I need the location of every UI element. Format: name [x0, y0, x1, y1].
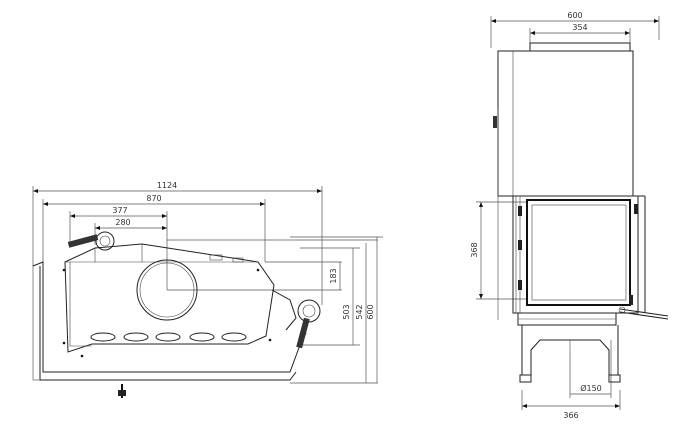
front-vents [90, 332, 247, 342]
dim-183: 183 [329, 268, 338, 283]
top-view-body [32, 231, 321, 398]
top-view-dimension-lines [32, 186, 383, 384]
dim-542: 542 [355, 304, 364, 319]
dim-503: 503 [342, 304, 351, 319]
dim-600: 600 [366, 304, 375, 319]
dim-368: 368 [470, 242, 479, 257]
side-view-dimension-lines [476, 16, 660, 410]
dim-354: 354 [572, 23, 587, 32]
dim-870: 870 [146, 194, 161, 203]
dim-1124: 1124 [157, 181, 177, 190]
dim-280: 280 [115, 218, 130, 227]
dim-flue-diameter: Ø150 [580, 383, 602, 393]
left-damper-handle [67, 231, 115, 251]
side-view: 600 354 368 Ø150 366 [470, 11, 669, 420]
dim-377: 377 [112, 206, 127, 215]
side-view-body [493, 42, 669, 383]
dim-366: 366 [563, 411, 578, 420]
top-view: 1124 870 377 280 183 503 542 600 [32, 181, 383, 398]
right-damper-handle [271, 289, 321, 349]
dim-600-side: 600 [567, 11, 582, 20]
